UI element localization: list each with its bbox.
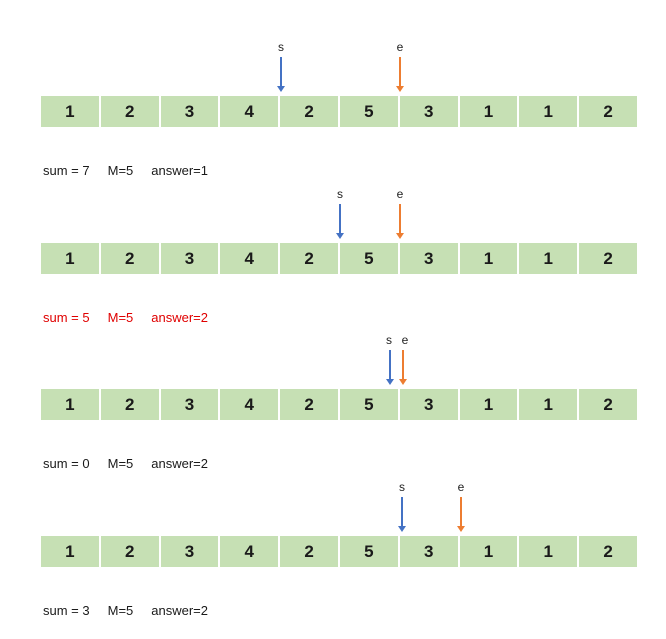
step-frame-3: s e 1 2 3 4 2 5 3 1 1 2 sum = 0 M=5 answer… <box>0 326 666 476</box>
status-line: sum = 3 M=5 answer=2 <box>43 603 208 618</box>
array-cell: 2 <box>579 243 637 274</box>
status-line: sum = 0 M=5 answer=2 <box>43 456 208 471</box>
array-cell: 4 <box>220 536 281 567</box>
end-pointer-label: e <box>401 333 409 347</box>
number-array: 1 2 3 4 2 5 3 1 1 2 <box>41 96 637 127</box>
array-cell: 1 <box>519 96 580 127</box>
number-array: 1 2 3 4 2 5 3 1 1 2 <box>41 389 637 420</box>
array-cell: 1 <box>459 389 520 420</box>
array-cell: 5 <box>339 389 400 420</box>
end-pointer-label: e <box>457 480 465 494</box>
array-cell: 3 <box>399 389 460 420</box>
array-cell: 1 <box>41 96 101 127</box>
status-line: sum = 7 M=5 answer=1 <box>43 163 208 178</box>
sum-text: sum = 0 <box>43 456 90 471</box>
array-cell: 5 <box>339 96 400 127</box>
number-array: 1 2 3 4 2 5 3 1 1 2 <box>41 536 637 567</box>
array-cell: 2 <box>100 243 161 274</box>
array-cell: 1 <box>519 389 580 420</box>
end-pointer-arrow-icon <box>455 497 467 532</box>
end-pointer-arrow-icon <box>394 57 406 92</box>
array-cell: 3 <box>160 389 221 420</box>
start-pointer-arrow-icon <box>384 350 396 385</box>
end-pointer-label: e <box>396 187 404 201</box>
array-cell: 3 <box>399 96 460 127</box>
array-cell: 1 <box>459 243 520 274</box>
end-pointer-arrow-icon <box>394 204 406 239</box>
step-frame-1: s e 1 2 3 4 2 5 3 1 1 2 sum = 7 M=5 answer… <box>0 33 666 183</box>
array-cell: 2 <box>100 96 161 127</box>
start-pointer-arrow-icon <box>396 497 408 532</box>
array-cell: 1 <box>519 536 580 567</box>
start-pointer-label: s <box>278 40 284 54</box>
array-cell: 5 <box>339 243 400 274</box>
array-cell: 4 <box>220 96 281 127</box>
array-cell: 2 <box>280 536 340 567</box>
m-text: M=5 <box>107 456 134 471</box>
array-cell: 4 <box>220 243 281 274</box>
sum-text: sum = 5 <box>43 310 90 325</box>
array-cell: 5 <box>339 536 400 567</box>
array-cell: 2 <box>579 389 637 420</box>
array-cell: 3 <box>160 243 221 274</box>
m-text: M=5 <box>107 310 134 325</box>
array-cell: 2 <box>280 389 340 420</box>
array-cell: 2 <box>280 96 340 127</box>
array-cell: 2 <box>100 389 161 420</box>
array-cell: 1 <box>41 536 101 567</box>
array-cell: 1 <box>459 96 520 127</box>
array-cell: 2 <box>579 536 637 567</box>
array-cell: 3 <box>399 243 460 274</box>
end-pointer-arrow-icon <box>397 350 409 385</box>
m-text: M=5 <box>107 163 134 178</box>
array-cell: 2 <box>579 96 637 127</box>
array-cell: 1 <box>459 536 520 567</box>
status-line-highlighted: sum = 5 M=5 answer=2 <box>43 310 208 325</box>
step-frame-2: s e 1 2 3 4 2 5 3 1 1 2 sum = 5 M=5 answer… <box>0 180 666 330</box>
start-pointer-arrow-icon <box>275 57 287 92</box>
array-cell: 4 <box>220 389 281 420</box>
start-pointer-arrow-icon <box>334 204 346 239</box>
sum-text: sum = 3 <box>43 603 90 618</box>
m-text: M=5 <box>107 603 134 618</box>
array-cell: 2 <box>100 536 161 567</box>
step-frame-4: s e 1 2 3 4 2 5 3 1 1 2 sum = 3 M=5 answer… <box>0 473 666 623</box>
sum-text: sum = 7 <box>43 163 90 178</box>
array-cell: 3 <box>399 536 460 567</box>
array-cell: 3 <box>160 536 221 567</box>
array-cell: 1 <box>519 243 580 274</box>
start-pointer-label: s <box>386 333 392 347</box>
number-array: 1 2 3 4 2 5 3 1 1 2 <box>41 243 637 274</box>
answer-text: answer=2 <box>151 456 208 471</box>
answer-text: answer=2 <box>151 310 208 325</box>
end-pointer-label: e <box>396 40 404 54</box>
start-pointer-label: s <box>337 187 343 201</box>
array-cell: 1 <box>41 243 101 274</box>
start-pointer-label: s <box>399 480 405 494</box>
answer-text: answer=1 <box>151 163 208 178</box>
array-cell: 2 <box>280 243 340 274</box>
answer-text: answer=2 <box>151 603 208 618</box>
array-cell: 1 <box>41 389 101 420</box>
array-cell: 3 <box>160 96 221 127</box>
